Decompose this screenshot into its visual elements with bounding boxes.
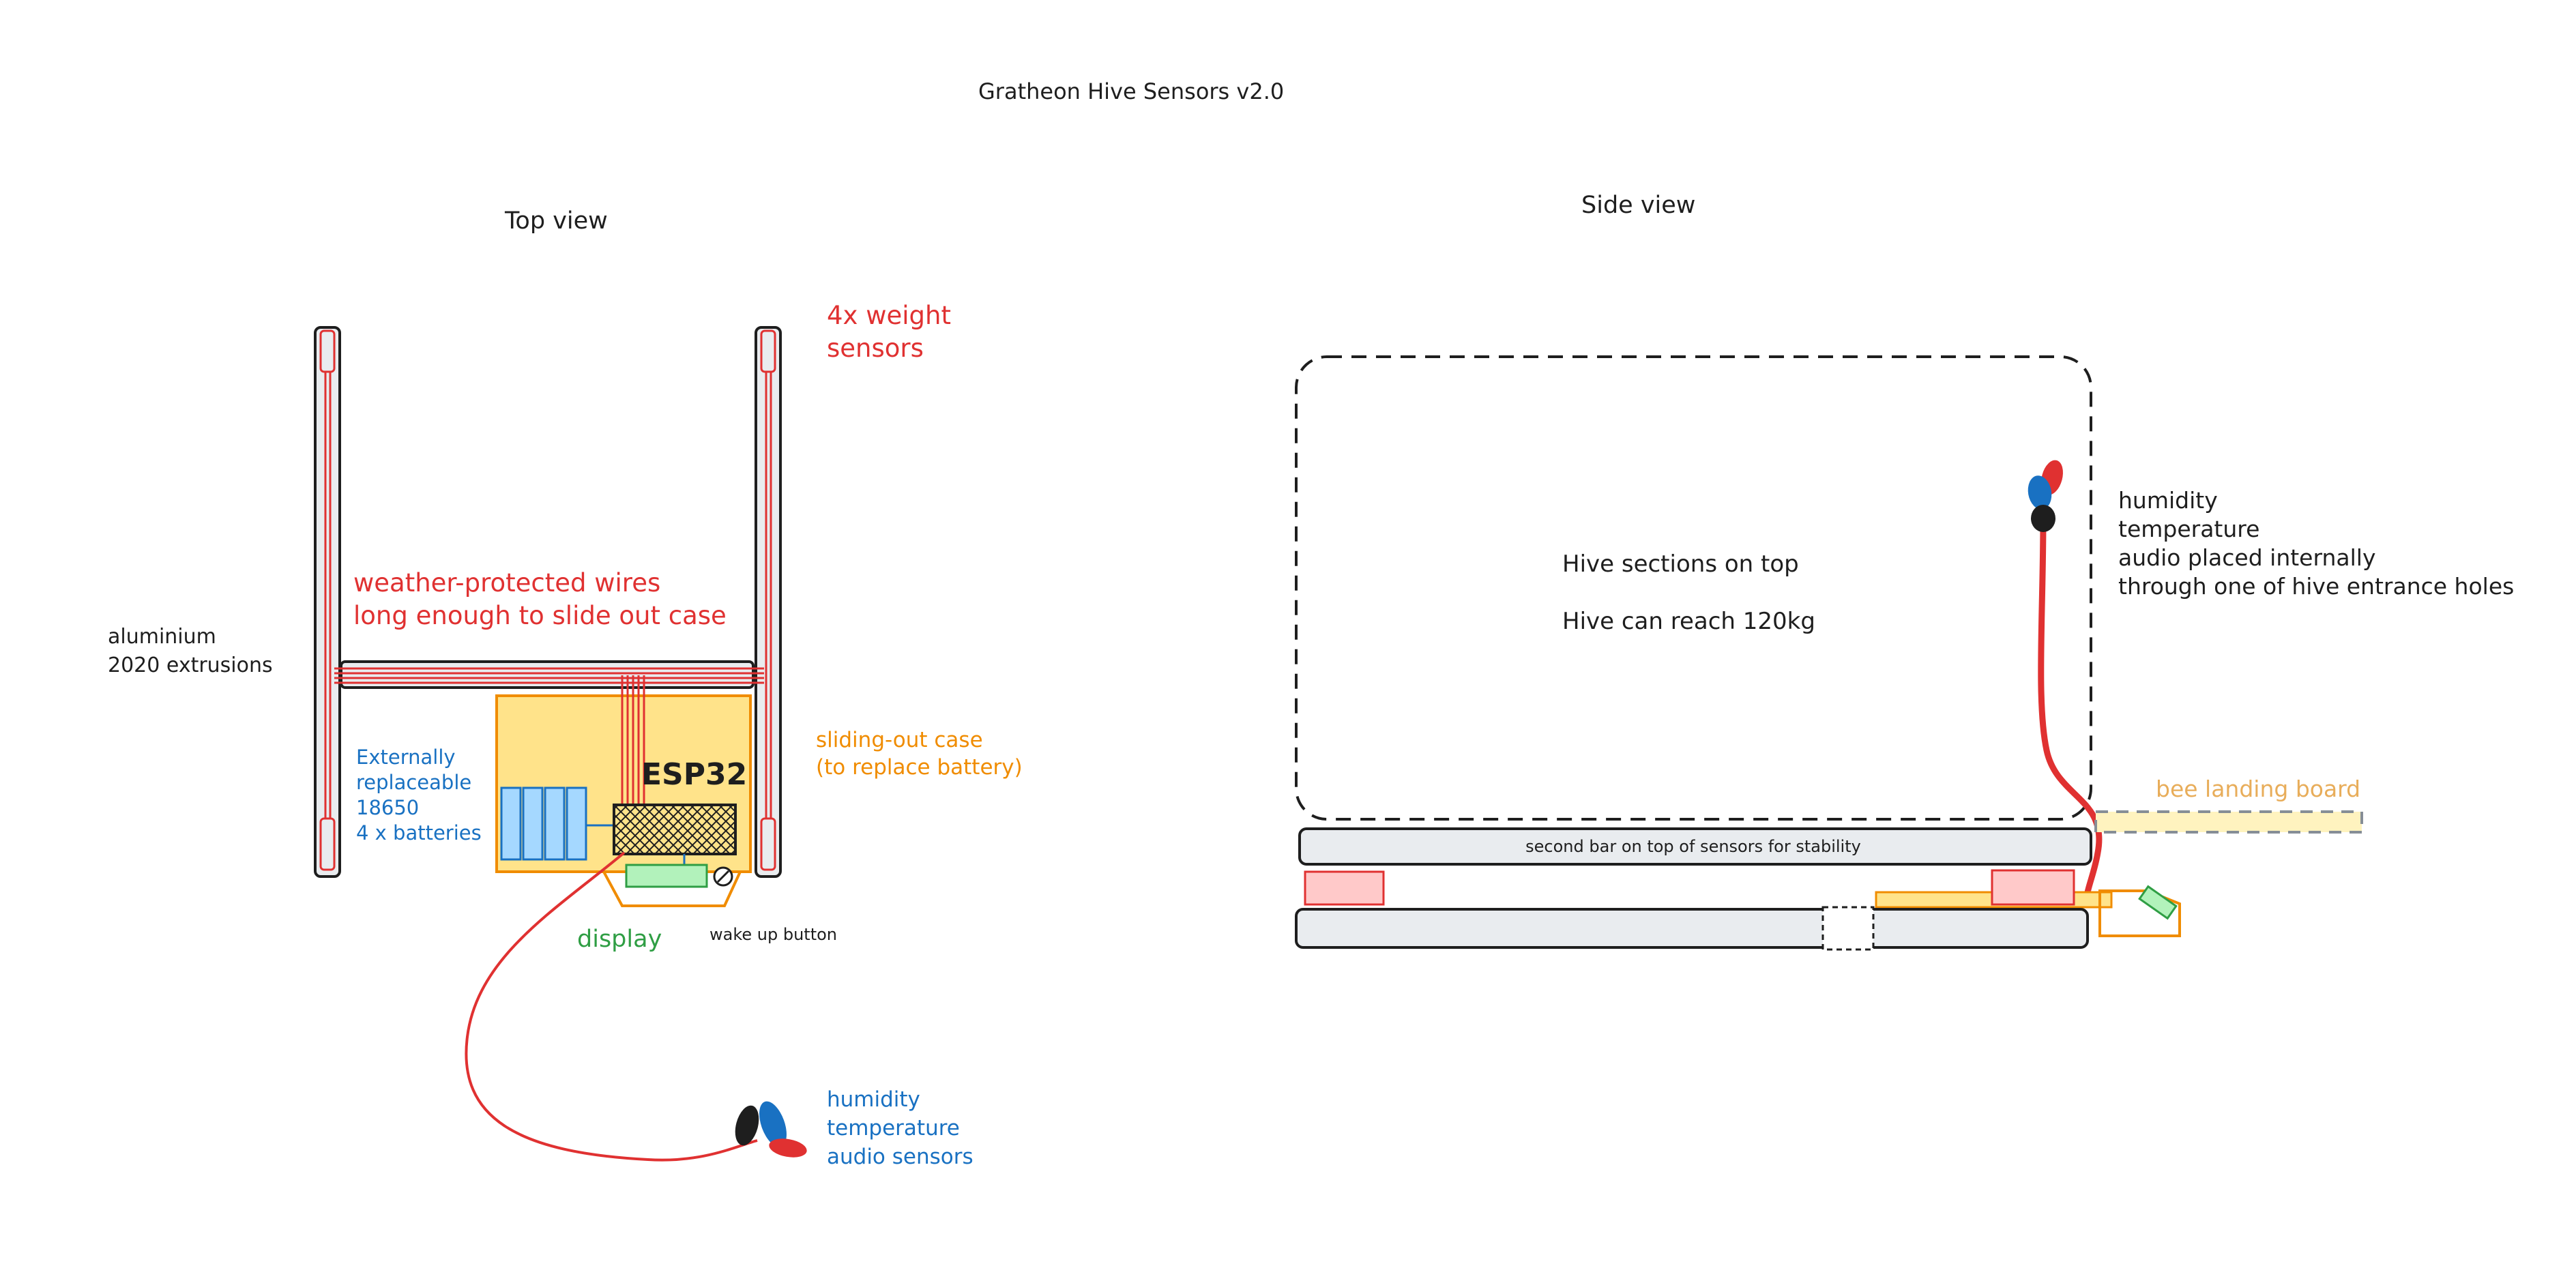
internal-sensor-cable [2038,518,2103,901]
case-label: sliding-out case (to replace battery) [816,728,1023,780]
stability-bar-label: second bar on top of sensors for stabili… [1525,837,1861,856]
sensors-cluster-icon [735,1101,807,1158]
wires-label: weather-protected wires long enough to s… [353,568,727,630]
hive-sections [1295,355,2092,821]
button-label: wake up button [709,925,837,944]
display-label: display [577,926,662,953]
display-module [625,864,708,888]
esp32-label: ESP32 [641,757,747,792]
case-side [2098,889,2181,937]
weight-sensor-left [1304,870,1385,906]
bar-joint [1821,906,1875,951]
top-view-heading: Top view [504,207,608,235]
landing-board-label: bee landing board [2156,776,2360,802]
battery [544,786,566,861]
hive-label: Hive sections on top Hive can reach 120k… [1562,550,1815,635]
stability-bar [1298,827,2092,866]
battery [522,786,544,861]
extrusions-label: aluminium 2020 extrusions [108,625,273,677]
weight-sensors-label: 4x weight sensors [827,301,959,363]
battery [566,786,587,861]
diagram-title: Gratheon Hive Sensors v2.0 [978,78,1284,104]
bottom-bar [1295,908,2089,949]
right-extrusion [755,326,782,878]
internal-sensors-label: humidity temperature audio placed intern… [2118,487,2514,600]
weight-sensor-right [1991,869,2075,906]
side-view: Side view Hive sections on top Hive can … [1295,192,2514,951]
batteries-label: Externally replaceable 18650 4 x batteri… [356,746,482,844]
bee-landing-board [2094,810,2363,834]
top-view: Top view [108,207,1023,1169]
side-view-heading: Side view [1581,192,1695,219]
batteries [500,786,614,861]
sensor-cable [465,851,758,1162]
esp32-wires [621,675,645,808]
battery [500,786,522,861]
wake-button-icon [713,866,733,887]
internal-sensors-icon [2028,460,2063,532]
sensors-label: humidity temperature audio sensors [827,1087,974,1169]
display-side [2138,885,2178,920]
left-extrusion [314,326,341,878]
cross-wires [334,667,764,684]
